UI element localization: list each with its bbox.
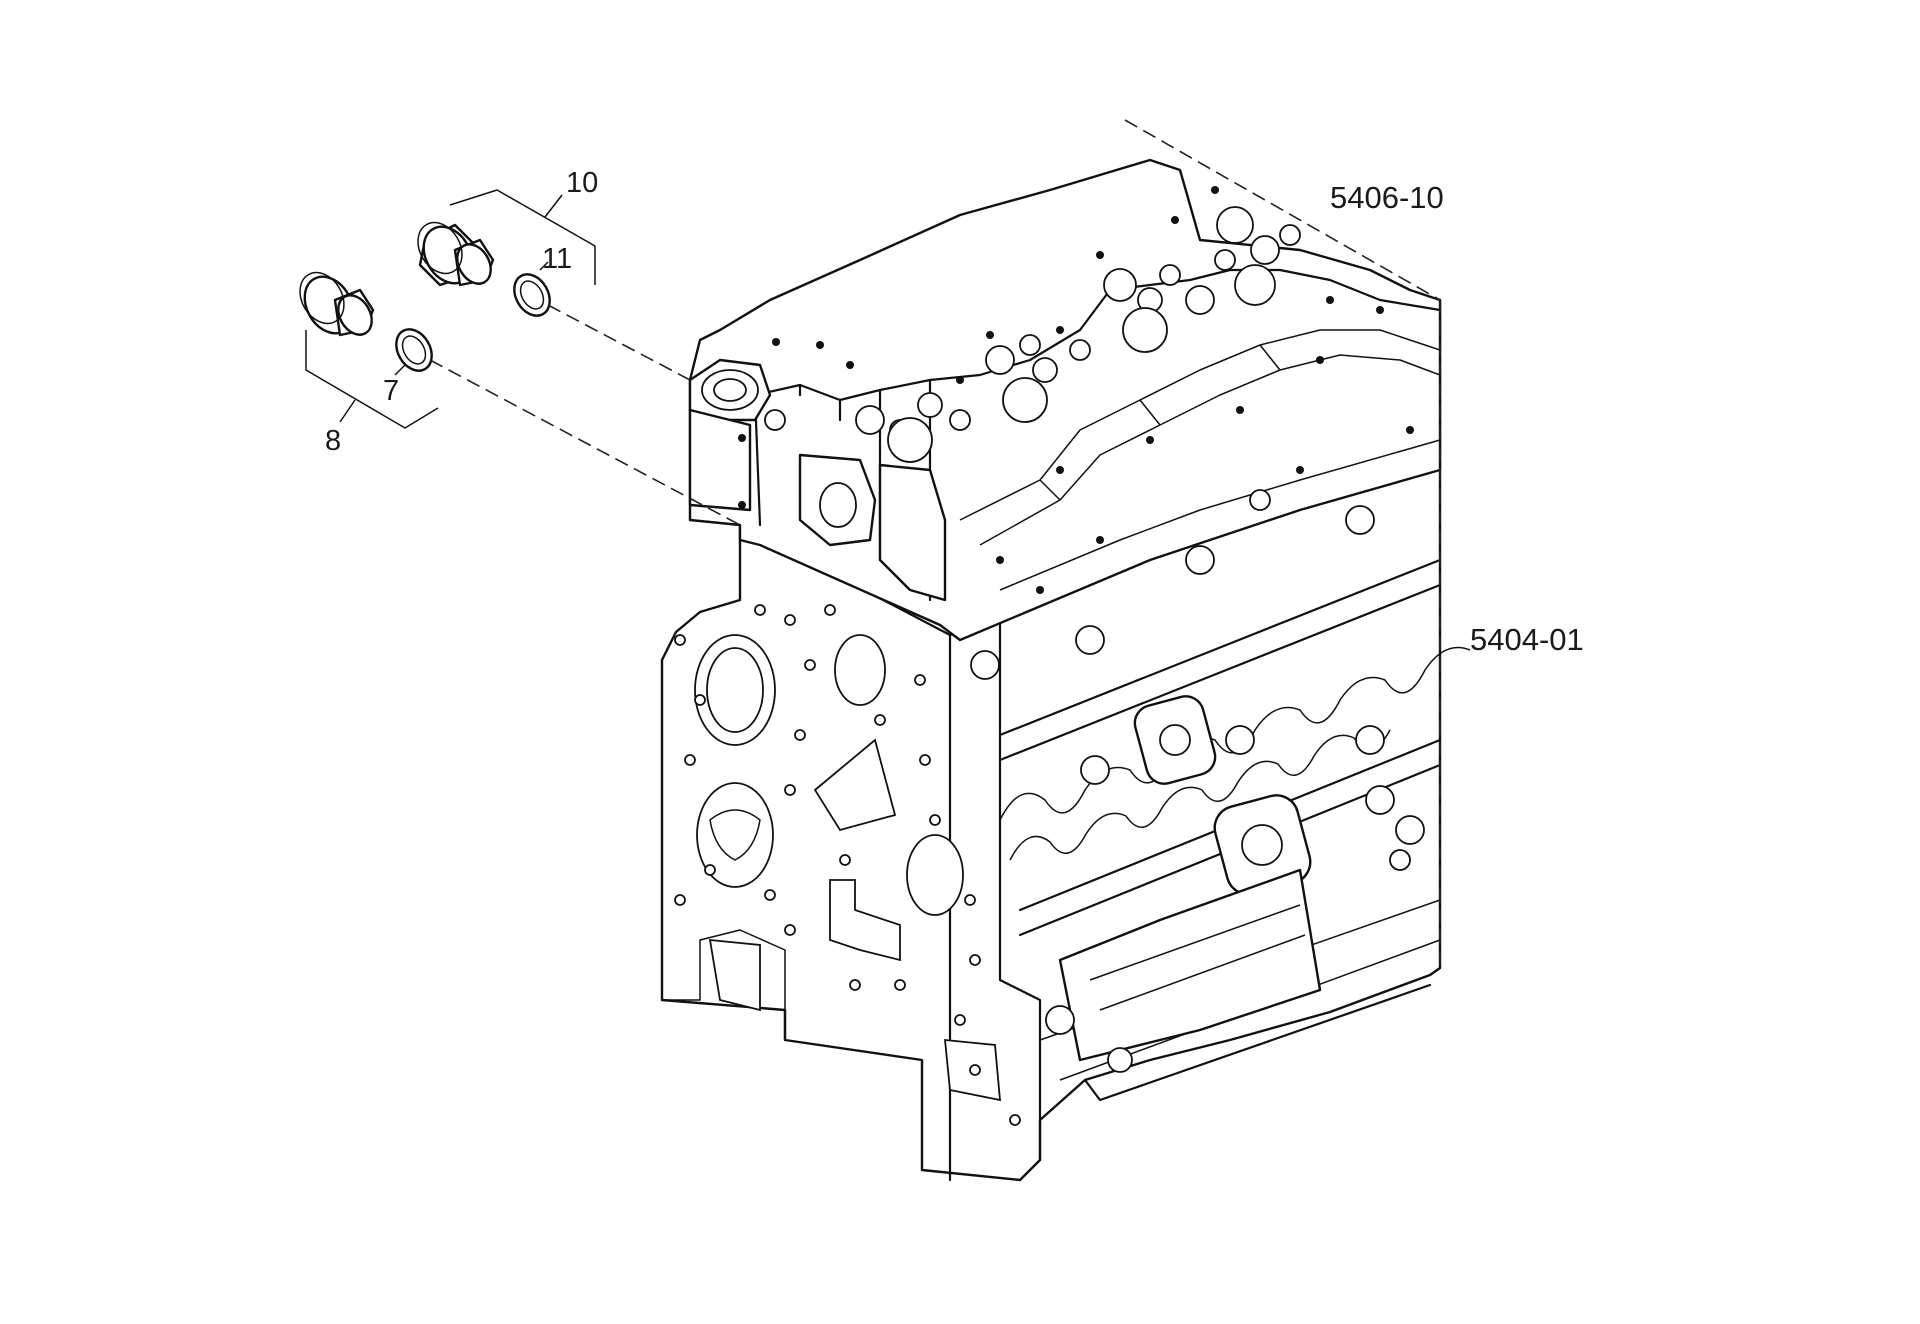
leader-10: [544, 194, 563, 218]
cylinder-head: [688, 158, 1442, 680]
bracket-10: [449, 189, 596, 285]
leader-11: [539, 261, 549, 271]
assembly-line-7: [429, 359, 741, 526]
head-bolt-dots: [772, 186, 1414, 594]
plate-bolt-holes: [674, 594, 1021, 1126]
leader-8: [339, 399, 356, 423]
plug-part-10: [417, 221, 495, 287]
head-reference-line: [1124, 119, 1441, 301]
callout-10: 10: [566, 167, 598, 199]
assembly-line-11: [547, 304, 691, 381]
plug-part-8: [299, 271, 375, 337]
head-ports: [855, 206, 1301, 463]
bracket-8: [305, 330, 439, 429]
leader-7: [394, 364, 406, 376]
callout-11: 11: [542, 243, 572, 275]
reference-cylinder-head: 5406-10: [1330, 180, 1444, 215]
callout-8: 8: [325, 425, 341, 457]
callout-7: 7: [383, 375, 399, 407]
seal-ring-11: [513, 273, 551, 317]
reference-engine-block: 5404-01: [1470, 622, 1584, 657]
seal-ring-7: [395, 328, 433, 372]
